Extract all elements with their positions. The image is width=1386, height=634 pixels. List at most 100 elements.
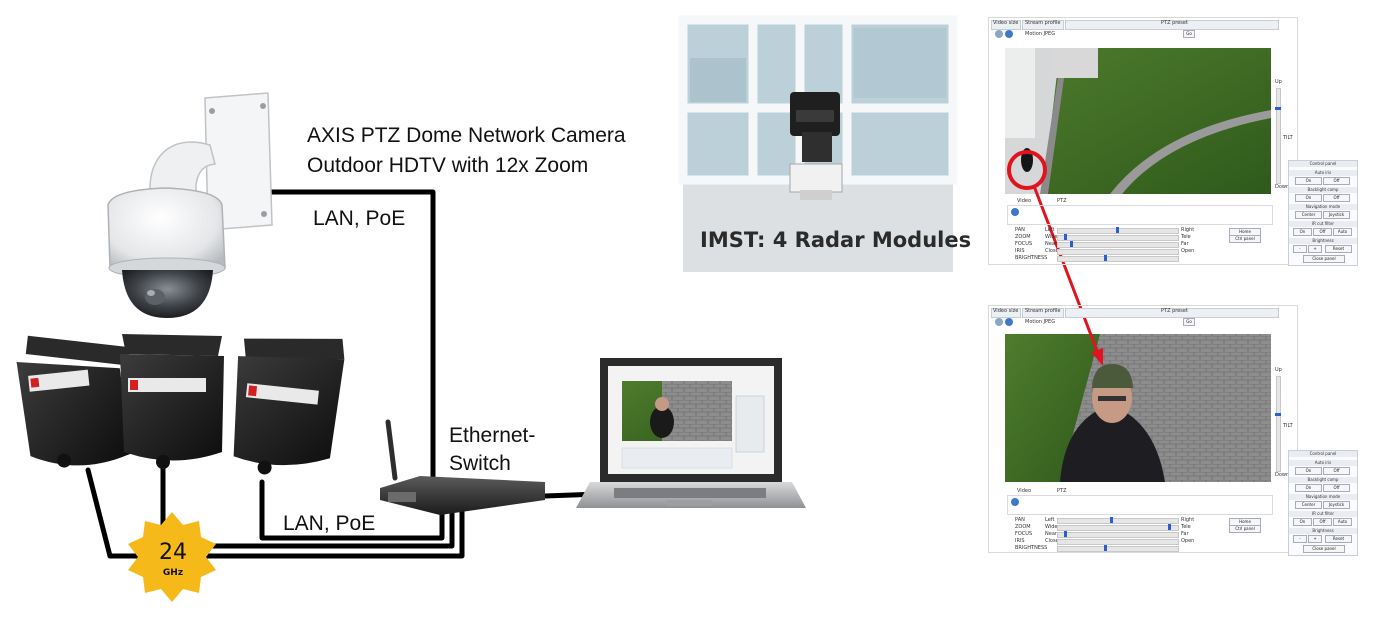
tilt-up-label: Up — [1275, 79, 1282, 85]
backlight-off-2[interactable]: Off — [1323, 484, 1350, 492]
zoom-out-icon[interactable] — [995, 30, 1003, 38]
focus-slider-2[interactable] — [1057, 531, 1179, 538]
backlight-title-2: Backlight comp — [1289, 477, 1357, 483]
control-panel-bottom: Control panel Auto iris On Off Backlight… — [1288, 450, 1358, 556]
ghz-badge-value: 24 — [159, 540, 187, 565]
ir-on-2[interactable]: On — [1293, 518, 1312, 526]
nav-center-2[interactable]: Center — [1295, 501, 1322, 509]
zoom-out-icon-2[interactable] — [995, 318, 1003, 326]
brightness-title-2: Brightness — [1289, 528, 1357, 534]
zoom-in-icon-2[interactable] — [1005, 318, 1013, 326]
tab-video-2[interactable]: Video — [1017, 488, 1032, 494]
focus-slider[interactable] — [1057, 241, 1179, 248]
control-panel-title: Control panel — [1289, 161, 1357, 167]
pan-label: PAN — [1015, 227, 1025, 233]
top-video-image — [1005, 48, 1271, 194]
ir-auto[interactable]: Auto — [1333, 228, 1352, 236]
bottom-video-image — [1005, 334, 1271, 482]
brightness-label: BRIGHTNESS — [1015, 255, 1048, 261]
tilt-slider-2[interactable] — [1275, 376, 1281, 472]
snapshot-icon-2[interactable] — [1011, 498, 1019, 506]
iris-close-2: Close — [1045, 538, 1059, 544]
brightness-minus-2[interactable]: - — [1293, 535, 1307, 543]
pan-slider[interactable] — [1057, 227, 1179, 234]
video-tab-body — [1007, 205, 1273, 225]
close-panel-button[interactable]: Close panel — [1303, 255, 1345, 263]
focus-label: FOCUS — [1015, 241, 1033, 247]
switch-label-line1: Ethernet- — [449, 424, 536, 447]
ptz-preset-label-2: PTZ preset — [1161, 308, 1188, 314]
tracking-arrow — [1032, 185, 1103, 366]
pan-slider-2[interactable] — [1057, 517, 1179, 524]
tilt-slider[interactable] — [1275, 88, 1281, 184]
backlight-on[interactable]: On — [1295, 194, 1322, 202]
brightness-plus[interactable]: + — [1308, 245, 1322, 253]
go-button[interactable]: Go — [1183, 30, 1195, 38]
ir-on[interactable]: On — [1293, 228, 1312, 236]
profile-select-2[interactable]: Motion JPEG — [1025, 319, 1056, 325]
tab-video[interactable]: Video — [1017, 198, 1032, 204]
ir-cut-title: IR cut filter — [1289, 221, 1357, 227]
auto-iris-off-2[interactable]: Off — [1323, 467, 1350, 475]
nav-joystick[interactable]: Joystick — [1323, 211, 1350, 219]
zoom-slider[interactable] — [1057, 234, 1179, 241]
focus-label-2: FOCUS — [1015, 531, 1033, 537]
ir-off[interactable]: Off — [1313, 228, 1332, 236]
video-size-label: Video size — [993, 20, 1019, 26]
ir-cut-title-2: IR cut filter — [1289, 511, 1357, 517]
camera-title-line1: AXIS PTZ Dome Network Camera — [307, 124, 626, 147]
auto-iris-title: Auto iris — [1289, 170, 1357, 176]
ctrl-panel-button[interactable]: Ctrl panel — [1229, 235, 1261, 243]
snapshot-icon[interactable] — [1011, 208, 1019, 216]
focus-near-2: Near — [1045, 531, 1057, 537]
ptz-preset-box-2 — [1065, 308, 1279, 318]
ghz-badge-unit: GHz — [162, 568, 184, 578]
zoom-tele-2: Tele — [1181, 524, 1191, 530]
laptop — [576, 358, 806, 508]
ir-auto-2[interactable]: Auto — [1333, 518, 1352, 526]
iris-open: Open — [1181, 248, 1195, 254]
iris-slider-2[interactable] — [1057, 539, 1179, 545]
ctrl-panel-button-2[interactable]: Ctrl panel — [1229, 525, 1261, 533]
iris-slider[interactable] — [1057, 249, 1179, 255]
control-panel-top: Control panel Auto iris On Off Backlight… — [1288, 160, 1358, 266]
backlight-off[interactable]: Off — [1323, 194, 1350, 202]
ethernet-switch — [380, 419, 545, 515]
tab-ptz-2[interactable]: PTZ — [1057, 488, 1067, 494]
tilt-down-label-2: Down — [1275, 472, 1290, 478]
camera-ui-top: Video size Stream profile Motion JPEG PT… — [988, 17, 1298, 265]
nav-center[interactable]: Center — [1295, 211, 1322, 219]
radar-photo — [678, 15, 958, 272]
brightness-slider[interactable] — [1057, 255, 1179, 262]
iris-open-2: Open — [1181, 538, 1195, 544]
profile-select[interactable]: Motion JPEG — [1025, 31, 1056, 37]
tilt-label: TILT — [1283, 135, 1293, 141]
go-button-2[interactable]: Go — [1183, 318, 1195, 326]
zoom-label: ZOOM — [1015, 234, 1031, 240]
radar-photo-caption: IMST: 4 Radar Modules — [700, 228, 972, 252]
pan-left: Left — [1045, 227, 1055, 233]
backlight-on-2[interactable]: On — [1295, 484, 1322, 492]
nav-joystick-2[interactable]: Joystick — [1323, 501, 1350, 509]
zoom-wide-2: Wide — [1045, 524, 1058, 530]
stream-profile-label: Stream profile — [1025, 20, 1061, 26]
brightness-slider-2[interactable] — [1057, 545, 1179, 552]
auto-iris-on[interactable]: On — [1295, 177, 1322, 185]
zoom-slider-2[interactable] — [1057, 524, 1179, 531]
brightness-reset[interactable]: Reset — [1325, 245, 1352, 253]
brightness-minus[interactable]: - — [1293, 245, 1307, 253]
close-panel-button-2[interactable]: Close panel — [1303, 545, 1345, 553]
stream-profile-box-2 — [1022, 308, 1064, 318]
focus-far: Far — [1181, 241, 1189, 247]
brightness-plus-2[interactable]: + — [1308, 535, 1322, 543]
camera-title-line2: Outdoor HDTV with 12x Zoom — [307, 154, 589, 177]
tilt-up-label-2: Up — [1275, 367, 1282, 373]
tab-ptz[interactable]: PTZ — [1057, 198, 1067, 204]
auto-iris-off[interactable]: Off — [1323, 177, 1350, 185]
ir-off-2[interactable]: Off — [1313, 518, 1332, 526]
zoom-in-icon[interactable] — [1005, 30, 1013, 38]
brightness-title: Brightness — [1289, 238, 1357, 244]
brightness-reset-2[interactable]: Reset — [1325, 535, 1352, 543]
auto-iris-on-2[interactable]: On — [1295, 467, 1322, 475]
